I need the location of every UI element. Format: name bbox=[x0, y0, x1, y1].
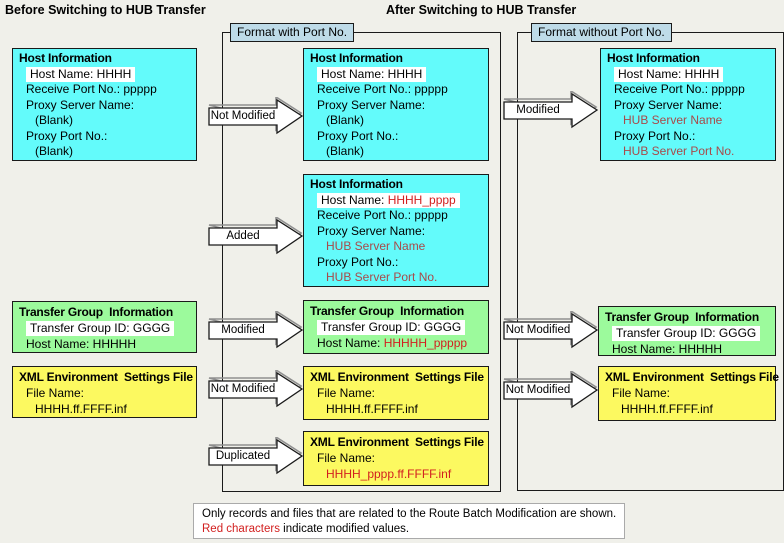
host-info-box-without-port: Host Information Host Name: HHHH Receive… bbox=[600, 48, 776, 161]
format-without-port-label: Format without Port No. bbox=[531, 23, 672, 42]
host-info-box-with-port-added: Host Information Host Name: HHHH_pppp Re… bbox=[303, 174, 489, 287]
block-arrow-icon bbox=[208, 311, 304, 349]
arrow-label: Added bbox=[226, 230, 260, 242]
host-name-line: Host Name: HHHH bbox=[13, 66, 196, 83]
group-id-line: Transfer Group ID: GGGG bbox=[304, 319, 488, 335]
transfer-group-box-without-port: Transfer Group Information Transfer Grou… bbox=[598, 306, 776, 356]
box-title: XML Environment Settings File bbox=[605, 370, 779, 384]
group-id-line: Transfer Group ID: GGGG bbox=[599, 325, 775, 341]
arrow-not-modified-xml-right: Not Modified bbox=[502, 371, 599, 409]
proxy-server-label-line: Proxy Server Name: bbox=[317, 223, 426, 238]
proxy-server-value-line: HUB Server Name bbox=[326, 239, 426, 253]
box-title: Host Information bbox=[310, 51, 403, 65]
xml-settings-box-with-port-kept: XML Environment Settings File File Name:… bbox=[303, 366, 489, 420]
arrow-label: Not Modified bbox=[210, 110, 276, 122]
xml-settings-box-before: XML Environment Settings File File Name:… bbox=[12, 366, 197, 418]
modified-value: HHHH_pppp bbox=[387, 192, 456, 207]
box-title: XML Environment Settings File bbox=[19, 370, 193, 384]
arrow-label: Modified bbox=[221, 324, 265, 336]
box-title: XML Environment Settings File bbox=[310, 435, 484, 449]
block-arrow-icon bbox=[503, 91, 599, 129]
file-name-value-line: HHHH.ff.FFFF.inf bbox=[326, 402, 418, 416]
arrow-label: Not Modified bbox=[505, 384, 571, 396]
arrow-not-modified-group-right: Not Modified bbox=[502, 311, 599, 349]
footnote-line-1: Only records and files that are related … bbox=[202, 508, 617, 520]
arrow-label: Duplicated bbox=[215, 450, 271, 462]
arrow-not-modified-host: Not Modified bbox=[207, 97, 304, 135]
arrow-modified-host-right: Modified bbox=[502, 91, 599, 129]
host-name-line: Host Name: HHHH bbox=[304, 66, 488, 83]
proxy-server-label-line: Proxy Server Name: bbox=[317, 97, 426, 112]
modified-value: HHHHH_ppppp bbox=[383, 336, 468, 350]
xml-settings-box-with-port-duplicated: XML Environment Settings File File Name:… bbox=[303, 431, 489, 486]
host-name-line: Host Name: HHHH_pppp bbox=[304, 192, 488, 209]
host-info-box-with-port-kept: Host Information Host Name: HHHH Receive… bbox=[303, 48, 489, 161]
proxy-server-value-line: (Blank) bbox=[35, 113, 74, 127]
arrow-label: Not Modified bbox=[505, 324, 571, 336]
proxy-server-label-line: Proxy Server Name: bbox=[614, 97, 723, 112]
red-characters-text: Red characters bbox=[202, 523, 280, 535]
box-title: XML Environment Settings File bbox=[310, 370, 484, 384]
box-title: Transfer Group Information bbox=[605, 310, 759, 324]
file-name-label-line: File Name: bbox=[317, 451, 376, 465]
xml-settings-box-without-port: XML Environment Settings File File Name:… bbox=[598, 366, 779, 421]
block-arrow-icon bbox=[503, 371, 599, 409]
proxy-port-value-line: HUB Server Port No. bbox=[326, 270, 438, 284]
host-name-line: Host Name: HHHH bbox=[601, 66, 775, 83]
box-title: Transfer Group Information bbox=[310, 304, 464, 318]
box-title: Transfer Group Information bbox=[19, 305, 173, 319]
file-name-value-line: HHHH.ff.FFFF.inf bbox=[621, 402, 713, 416]
arrow-added-host: Added bbox=[207, 217, 304, 255]
transfer-group-box-before: Transfer Group Information Transfer Grou… bbox=[12, 301, 197, 353]
proxy-port-label-line: Proxy Port No.: bbox=[26, 128, 108, 143]
block-arrow-icon bbox=[208, 437, 304, 475]
proxy-port-label-line: Proxy Port No.: bbox=[317, 254, 399, 269]
proxy-port-label-line: Proxy Port No.: bbox=[614, 128, 696, 143]
host-name-line: Host Name: HHHHH bbox=[26, 337, 137, 351]
proxy-server-value-line: HUB Server Name bbox=[623, 113, 723, 127]
heading-after: After Switching to HUB Transfer bbox=[386, 3, 577, 17]
block-arrow-icon bbox=[503, 311, 599, 349]
box-title: Host Information bbox=[310, 177, 403, 191]
transfer-group-box-with-port: Transfer Group Information Transfer Grou… bbox=[303, 300, 489, 354]
arrow-label: Not Modified bbox=[210, 383, 276, 395]
footnote-box: Only records and files that are related … bbox=[193, 503, 625, 539]
file-name-value-line: HHHH.ff.FFFF.inf bbox=[35, 402, 127, 416]
arrow-not-modified-xml: Not Modified bbox=[207, 370, 304, 408]
receive-port-line: Receive Port No.: ppppp bbox=[317, 208, 448, 222]
arrow-label: Modified bbox=[516, 104, 560, 116]
box-title: Host Information bbox=[607, 51, 700, 65]
host-info-box-before: Host Information Host Name: HHHH Receive… bbox=[12, 48, 197, 161]
file-name-label-line: File Name: bbox=[317, 386, 376, 400]
block-arrow-icon bbox=[208, 217, 304, 255]
block-arrow-icon bbox=[208, 370, 304, 408]
proxy-port-label-line: Proxy Port No.: bbox=[317, 128, 399, 143]
proxy-server-label-line: Proxy Server Name: bbox=[26, 97, 135, 112]
box-title: Host Information bbox=[19, 51, 112, 65]
format-with-port-label: Format with Port No. bbox=[230, 23, 355, 42]
file-name-value-line: HHHH_pppp.ff.FFFF.inf bbox=[326, 467, 452, 481]
heading-before: Before Switching to HUB Transfer bbox=[5, 3, 206, 17]
receive-port-line: Receive Port No.: ppppp bbox=[26, 82, 157, 96]
group-id-line: Transfer Group ID: GGGG bbox=[13, 320, 196, 336]
host-name-line: Host Name: HHHHH_ppppp bbox=[317, 336, 468, 350]
file-name-label-line: File Name: bbox=[612, 386, 671, 400]
receive-port-line: Receive Port No.: ppppp bbox=[317, 82, 448, 96]
receive-port-line: Receive Port No.: ppppp bbox=[614, 82, 745, 96]
host-name-line: Host Name: HHHHH bbox=[612, 342, 723, 356]
arrow-duplicated-xml: Duplicated bbox=[207, 437, 304, 475]
proxy-port-value-line: HUB Server Port No. bbox=[623, 144, 735, 158]
proxy-port-value-line: (Blank) bbox=[35, 144, 74, 158]
file-name-label-line: File Name: bbox=[26, 386, 85, 400]
proxy-port-value-line: (Blank) bbox=[326, 144, 365, 158]
frame-with-port bbox=[222, 32, 501, 492]
proxy-server-value-line: (Blank) bbox=[326, 113, 365, 127]
arrow-modified-group: Modified bbox=[207, 311, 304, 349]
footnote-line-2: Red characters indicate modified values. bbox=[202, 523, 410, 535]
block-arrow-icon bbox=[208, 97, 304, 135]
